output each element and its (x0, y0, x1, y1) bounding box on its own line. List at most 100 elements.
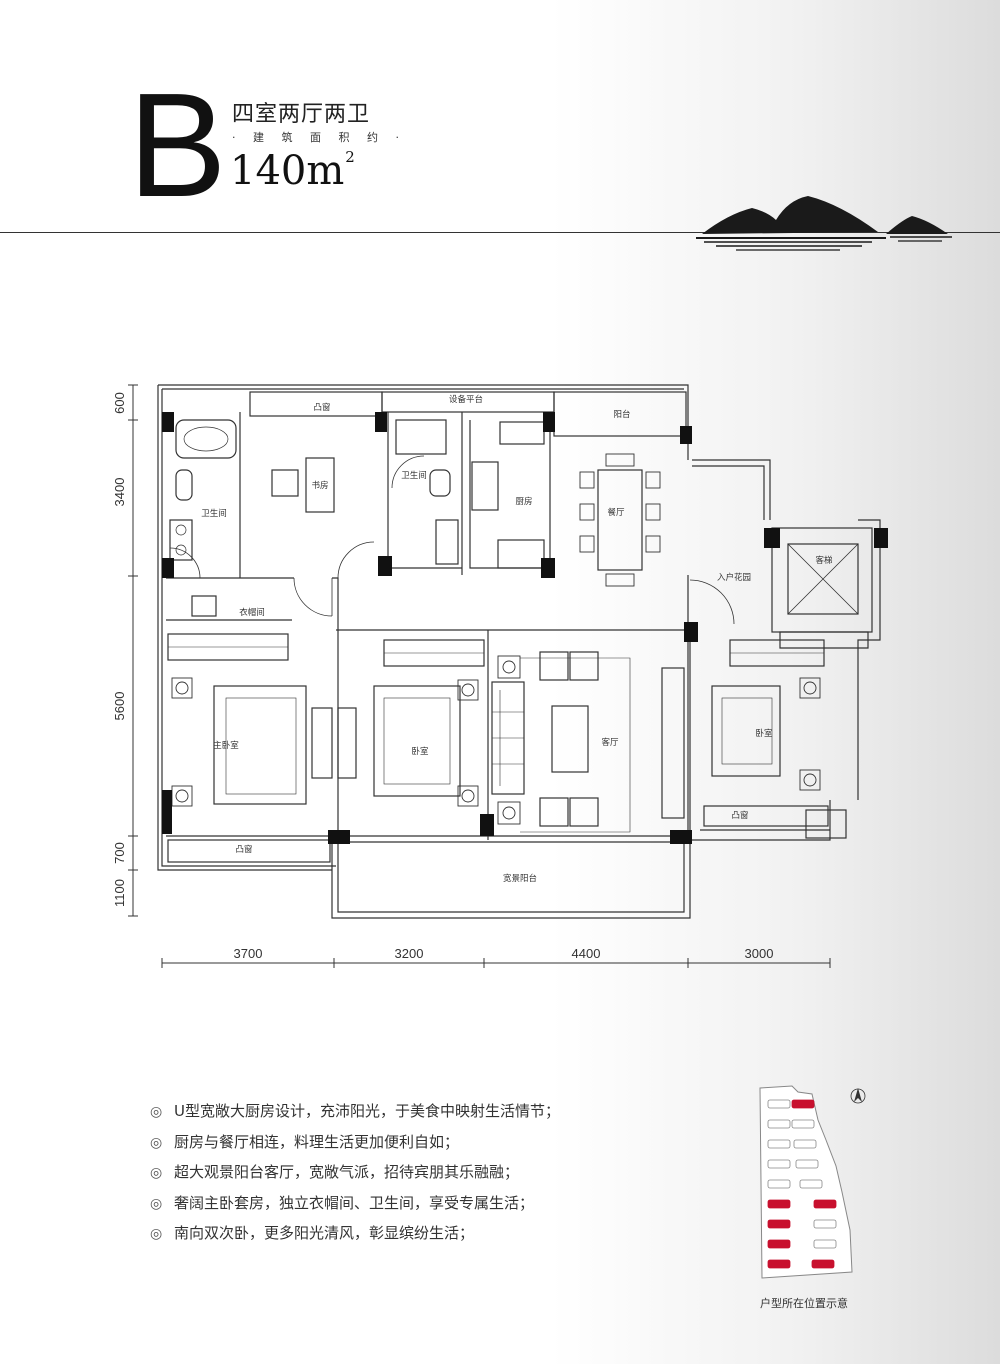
site-building-block (767, 1099, 791, 1109)
feature-item: ◎ U型宽敞大厨房设计，充沛阳光，于美食中映射生活情节； (150, 1096, 560, 1127)
site-building-block (767, 1119, 791, 1129)
dim-v-5600: 5600 (112, 692, 127, 721)
site-building-block (795, 1159, 819, 1169)
door-arc (689, 579, 735, 625)
bullet-icon: ◎ (150, 1165, 163, 1181)
shower (395, 419, 447, 455)
area-value: 140m2 (230, 148, 355, 194)
interior-walls-2 (166, 619, 830, 840)
area-unit-exponent: 2 (345, 148, 355, 166)
study-chair (271, 469, 299, 497)
room-label-bathroom-second: 卫生间 (401, 470, 427, 481)
site-building-block (767, 1159, 791, 1169)
closet-cabinet (191, 595, 217, 617)
site-building-blocks (767, 1099, 837, 1269)
elevator-door (779, 631, 869, 649)
door-arc (337, 541, 375, 579)
dim-v-700: 700 (112, 842, 127, 864)
site-building-block (813, 1239, 837, 1249)
air-conditioner-pad (805, 809, 847, 839)
tv-cabinet (311, 707, 333, 779)
site-building-block (791, 1099, 815, 1109)
outer-wall (158, 384, 881, 841)
site-building-block (767, 1139, 791, 1149)
outer-wall-west (157, 385, 336, 871)
feature-item: ◎奢阔主卧套房，独立衣帽间、卫生间，享受专属生活； (150, 1188, 560, 1219)
feature-text: U型宽敞大厨房设计，充沛阳光，于美食中映射生活情节； (174, 1102, 560, 1120)
toilet (175, 469, 193, 501)
room-label-dining: 餐厅 (607, 508, 625, 518)
floor-plan: 凸窗 设备平台 阳台 卫生间 书房 卫生间 厨房 餐厅 客梯 入户花园 衣帽间 … (112, 384, 888, 968)
area-label: · 建 筑 面 积 约 · (232, 131, 406, 144)
bay-window-master-frame (167, 839, 331, 863)
room-label-bedroom-middle: 卧室 (411, 746, 429, 757)
tv-cabinet (661, 667, 685, 819)
site-building-block (767, 1239, 791, 1249)
room-label-bay-window-top: 凸窗 (313, 402, 330, 413)
fridge (497, 539, 545, 569)
room-label-equipment-platform: 设备平台 (449, 394, 483, 405)
feature-item: ◎ 厨房与餐厅相连，料理生活更加便利自如； (150, 1127, 560, 1158)
feature-item: ◎ 超大观景阳台客厅，宽敞气派，招待宾朋其乐融融； (150, 1157, 560, 1188)
elevator-car (787, 543, 859, 615)
structural-pillars (162, 412, 888, 844)
view-balcony-frame (331, 835, 691, 919)
equipment-platform-frame (381, 391, 555, 413)
kitchen-sink (499, 421, 545, 445)
site-building-block (799, 1179, 823, 1189)
feature-text: 厨房与餐厅相连，料理生活更加便利自如； (174, 1132, 460, 1151)
site-building-block (767, 1219, 791, 1229)
site-building-block (791, 1119, 815, 1129)
bay-window-east-frame (703, 805, 829, 827)
washbasin (169, 519, 193, 561)
site-building-block (767, 1199, 791, 1209)
dim-h-3700: 3700 (234, 946, 263, 961)
washbasin (435, 519, 459, 565)
toilet (429, 469, 451, 497)
mountain-logo-icon (696, 196, 952, 251)
feature-item: ◎ 南向双次卧，更多阳光清风，彰显缤纷生活； (150, 1218, 560, 1249)
room-label-bay-window-master: 凸窗 (235, 844, 252, 855)
study-desk (305, 457, 335, 513)
header-rule (0, 232, 1000, 233)
feature-text: 超大观景阳台客厅，宽敞气派，招待宾朋其乐融融； (174, 1163, 520, 1181)
door-arc (391, 455, 425, 489)
armchair (539, 797, 569, 827)
dim-h-4400: 4400 (572, 946, 601, 961)
dim-v-600: 600 (112, 392, 127, 414)
armchair (539, 651, 569, 681)
armchair (569, 651, 599, 681)
feature-text: 奢阔主卧套房，独立衣帽间、卫生间，享受专属生活； (174, 1193, 535, 1212)
dim-h-3200: 3200 (395, 946, 424, 961)
bullet-icon: ◎ (150, 1134, 163, 1151)
dining-table (597, 469, 643, 571)
room-label-master-bedroom: 主卧室 (213, 740, 239, 751)
layout-title: 四室两厅两卫 (232, 102, 371, 127)
master-bed (213, 685, 307, 805)
bathtub (175, 419, 237, 459)
coffee-table (551, 705, 589, 773)
stove (471, 461, 499, 511)
horizontal-dimension-line (161, 958, 831, 968)
room-label-view-balcony: 宽景阳台 (503, 873, 537, 884)
room-label-balcony: 阳台 (613, 409, 630, 420)
room-label-elevator: 客梯 (815, 555, 833, 566)
site-plan-caption: 户型所在位置示意 (760, 1297, 848, 1310)
room-label-living-room: 客厅 (601, 737, 619, 748)
site-building-block (811, 1259, 835, 1269)
bed-middle (373, 685, 461, 797)
dim-h-3000: 3000 (745, 946, 774, 961)
room-label-bay-window-east: 凸窗 (731, 810, 748, 821)
bullet-icon: ◎ (150, 1226, 163, 1242)
feature-text: 南向双次卧，更多阳光清风，彰显缤纷生活； (174, 1224, 475, 1242)
door-arc (169, 547, 201, 579)
site-building-block (767, 1259, 791, 1269)
feature-list: ◎ U型宽敞大厨房设计，充沛阳光，于美食中映射生活情节； ◎ 厨房与餐厅相连，料理生… (150, 1096, 560, 1249)
bullet-icon: ◎ (150, 1104, 163, 1120)
site-building-block (813, 1219, 837, 1229)
site-building-block (813, 1199, 837, 1209)
door-arc (293, 577, 333, 617)
site-building-block (767, 1179, 791, 1189)
type-letter: B (128, 63, 227, 228)
vertical-dimension-line (128, 384, 138, 917)
